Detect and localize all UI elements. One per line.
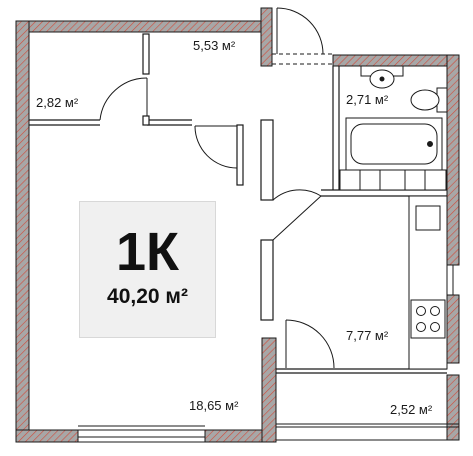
area-living: 18,65 м² xyxy=(189,398,239,413)
area-kitchen: 7,77 м² xyxy=(346,328,389,343)
area-balcony: 2,52 м² xyxy=(390,402,433,417)
bathroom-fixtures xyxy=(345,65,448,171)
apartment-badge: 1К 40,20 м² xyxy=(79,201,216,338)
doors xyxy=(99,7,335,369)
area-wardrobe: 2,82 м² xyxy=(36,95,79,110)
kitchen-fixtures xyxy=(339,169,448,370)
total-area: 40,20 м² xyxy=(107,285,188,308)
balcony-rail xyxy=(276,423,459,441)
windows xyxy=(78,264,459,443)
room-count: 1К xyxy=(116,222,179,282)
area-bathroom: 2,71 м² xyxy=(346,92,389,107)
interior-walls xyxy=(29,33,447,374)
area-hall: 5,53 м² xyxy=(193,38,236,53)
